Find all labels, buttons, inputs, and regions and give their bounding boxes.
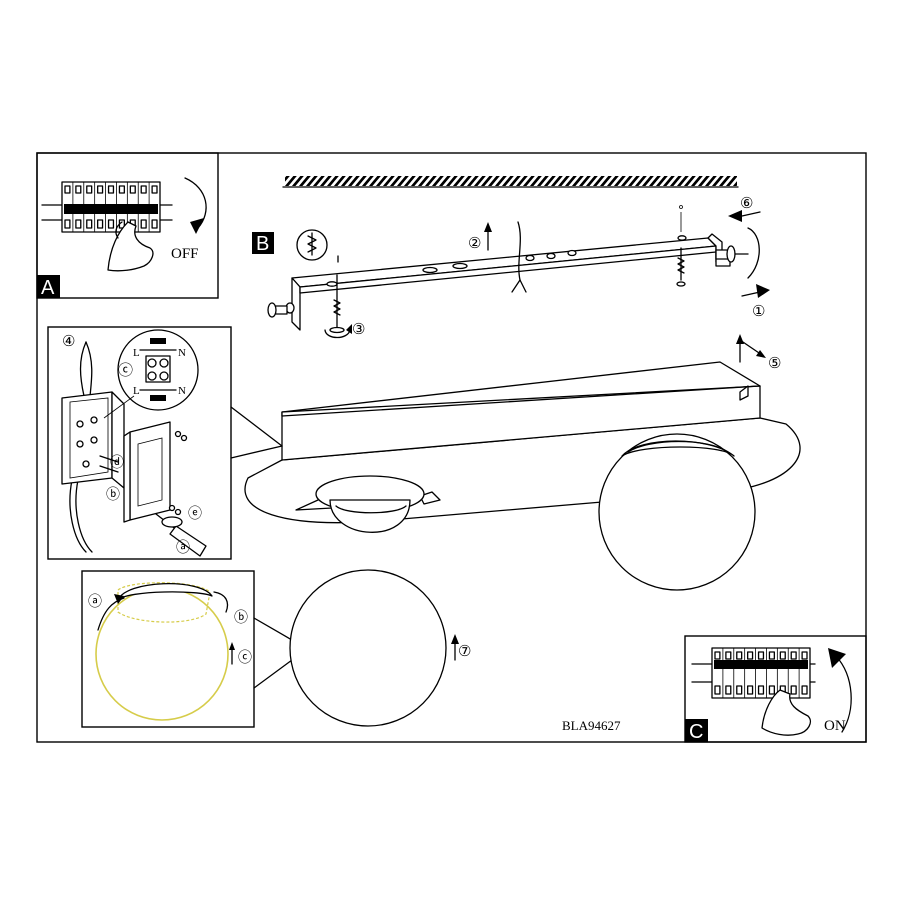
loose-globe bbox=[289, 569, 459, 727]
callout-e: ⓔ bbox=[188, 506, 202, 522]
breaker-off-icon bbox=[41, 177, 207, 272]
terminal-zoom: L N L N bbox=[103, 329, 199, 419]
step-1-label: ① bbox=[752, 304, 765, 320]
wiring-detail-frame bbox=[47, 326, 232, 560]
panel-b: B bbox=[252, 176, 781, 372]
luminaire-large-globe bbox=[598, 433, 756, 591]
callout-d: ⓓ bbox=[110, 455, 124, 471]
bracket-screw-left bbox=[267, 302, 288, 318]
breaker-on-icon bbox=[691, 647, 852, 736]
step-6-label: ⑥ bbox=[740, 196, 753, 212]
drill-bit-icon bbox=[296, 229, 339, 263]
wall-screw-3 bbox=[324, 274, 352, 339]
step-4-label: ④ bbox=[62, 334, 75, 350]
step-5-arrows bbox=[736, 334, 766, 363]
panel-c-badge bbox=[685, 719, 708, 742]
luminaire-small-globe bbox=[295, 475, 441, 533]
diagram-frame bbox=[36, 152, 867, 743]
wiring-step-c-label: ⓒ bbox=[118, 362, 133, 379]
glass-callout-b: ⓑ bbox=[234, 610, 248, 626]
off-label: OFF bbox=[171, 246, 199, 262]
terminal-n-top: N bbox=[178, 347, 186, 359]
panel-a-badge bbox=[37, 275, 60, 298]
panel-c: ON C bbox=[684, 635, 867, 743]
ceiling-hatch bbox=[282, 176, 739, 188]
wiring-detail: ④ bbox=[47, 326, 283, 560]
panel-a: OFF A bbox=[36, 152, 219, 299]
model-code: BLA94627 bbox=[562, 718, 621, 733]
on-label: ON bbox=[824, 718, 846, 734]
panel-c-frame bbox=[684, 635, 867, 743]
step-7-label: ⑦ bbox=[458, 644, 471, 660]
step-3-label: ③ bbox=[352, 322, 365, 338]
wall-screw-right bbox=[676, 205, 686, 287]
terminal-l-top: L bbox=[133, 347, 140, 359]
glass-detail-frame bbox=[81, 570, 255, 728]
luminaire bbox=[244, 361, 801, 591]
panel-a-frame bbox=[36, 152, 219, 299]
glass-callout-a: ⓐ bbox=[88, 594, 102, 610]
supply-cable bbox=[484, 221, 527, 293]
panel-c-letter: C bbox=[689, 721, 703, 743]
glass-detail: ⓐ ⓑ ⓒ bbox=[81, 570, 293, 728]
bracket-screw-right bbox=[715, 210, 770, 298]
panel-b-badge bbox=[252, 232, 274, 254]
glass-callout-c: ⓒ bbox=[238, 650, 252, 666]
panel-b-letter: B bbox=[256, 233, 269, 255]
step-2-label: ② bbox=[468, 236, 481, 252]
callout-b: ⓑ bbox=[106, 487, 120, 503]
terminal-n-bottom: N bbox=[178, 385, 186, 397]
callout-a: ⓐ bbox=[176, 540, 190, 556]
terminal-l-bottom: L bbox=[133, 385, 140, 397]
step-5-label: ⑤ bbox=[768, 356, 781, 372]
panel-a-letter: A bbox=[41, 277, 55, 299]
mounting-bracket bbox=[285, 233, 731, 331]
